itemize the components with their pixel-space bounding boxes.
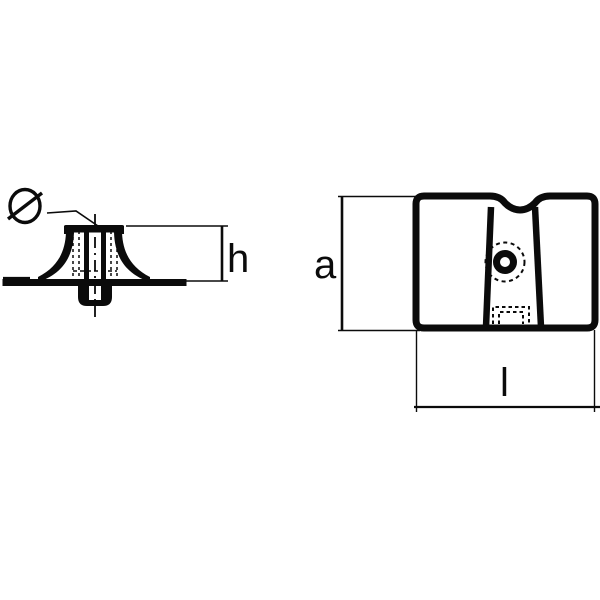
center-strip	[482, 206, 545, 328]
front-view: a l	[314, 192, 600, 412]
hidden-detail-lines	[72, 231, 118, 279]
center-hole	[493, 250, 517, 274]
diameter-leader-line	[46, 210, 99, 227]
hidden-boss-circle	[484, 241, 526, 283]
flange-plate	[2, 276, 187, 286]
dimension-label-l: l	[500, 361, 509, 405]
dimension-label-h: h	[227, 237, 249, 281]
diameter-symbol-icon	[6, 187, 44, 225]
hidden-slot-rect	[492, 306, 530, 324]
l-extension-lines	[415, 330, 596, 412]
hub-web-left	[38, 230, 74, 282]
hub-web-right	[114, 230, 150, 282]
dimension-label-a: a	[314, 243, 337, 287]
body-outline	[412, 192, 599, 332]
side-section-view: h	[2, 187, 249, 322]
bore-walls	[84, 226, 106, 304]
lower-barrel	[78, 283, 112, 306]
a-extension-lines	[338, 195, 420, 332]
hub-walls	[64, 226, 124, 234]
